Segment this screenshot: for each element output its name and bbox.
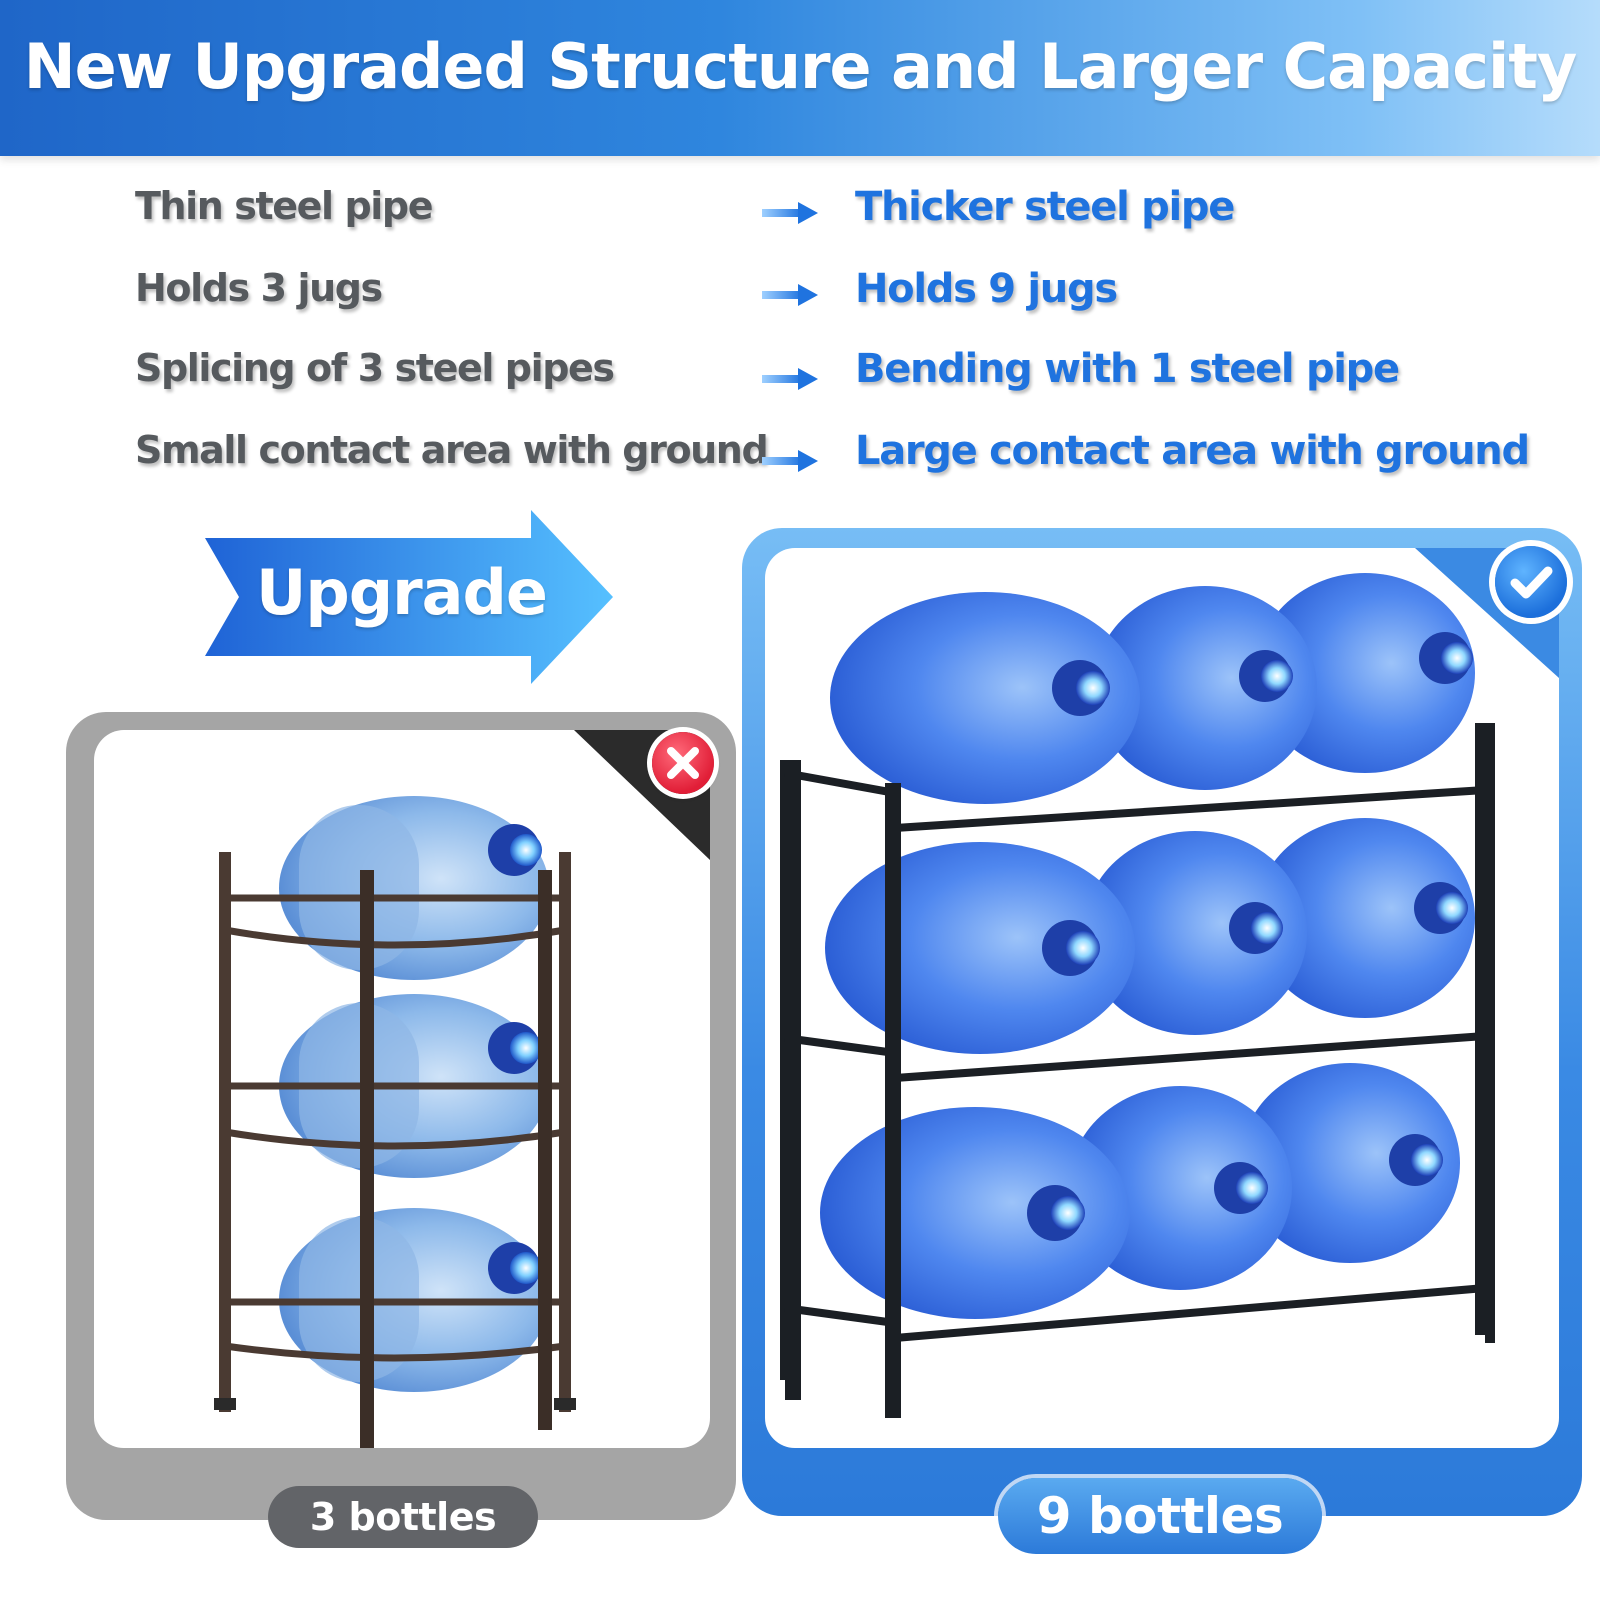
- old-product-image: [94, 730, 710, 1448]
- upgrade-label: Upgrade: [256, 556, 548, 629]
- comparison-row: Thin steel pipe Thicker steel pipe: [0, 184, 1600, 244]
- title-banner: New Upgraded Structure and Larger Capaci…: [0, 0, 1600, 156]
- old-capacity-badge: 3 bottles: [268, 1486, 538, 1548]
- old-feature-text: Holds 3 jugs: [135, 266, 383, 310]
- comparison-row: Holds 3 jugs Holds 9 jugs: [0, 266, 1600, 326]
- nine-jug-rack-illustration: [780, 548, 1559, 1418]
- new-feature-text: Thicker steel pipe: [855, 184, 1235, 230]
- new-product-image: [765, 548, 1559, 1448]
- check-icon: [1495, 546, 1567, 618]
- arrow-right-icon: [762, 284, 818, 306]
- x-icon: [652, 732, 714, 794]
- page-title: New Upgraded Structure and Larger Capaci…: [23, 30, 1578, 103]
- new-feature-text: Large contact area with ground: [855, 428, 1530, 474]
- arrow-right-icon: [762, 450, 818, 472]
- new-feature-text: Bending with 1 steel pipe: [855, 346, 1400, 392]
- new-capacity-badge: 9 bottles: [998, 1478, 1322, 1554]
- comparison-row: Splicing of 3 steel pipes Bending with 1…: [0, 346, 1600, 406]
- arrow-right-icon: [762, 368, 818, 390]
- old-feature-text: Small contact area with ground: [135, 428, 769, 472]
- three-jug-rack-illustration: [214, 730, 710, 1448]
- arrow-right-icon: [762, 202, 818, 224]
- old-feature-text: Thin steel pipe: [135, 184, 433, 228]
- new-feature-text: Holds 9 jugs: [855, 266, 1118, 312]
- upgrade-arrow-icon: [205, 510, 613, 684]
- comparison-row: Small contact area with ground Large con…: [0, 428, 1600, 488]
- old-feature-text: Splicing of 3 steel pipes: [135, 346, 615, 390]
